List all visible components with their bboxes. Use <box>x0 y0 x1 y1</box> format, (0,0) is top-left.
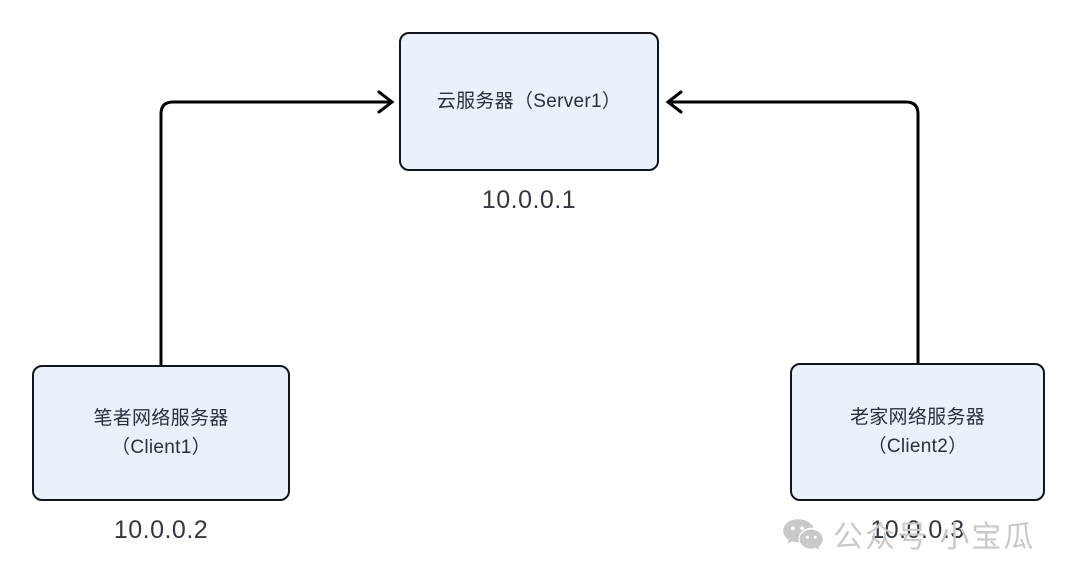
node-client1-ip: 10.0.0.2 <box>113 516 209 544</box>
node-server-ip: 10.0.0.1 <box>481 186 577 214</box>
node-client2[interactable]: 老家网络服务器 （Client2） <box>790 363 1045 501</box>
node-server-label: 云服务器（Server1） <box>436 90 622 112</box>
node-client2-label: 老家网络服务器 （Client2） <box>849 406 986 457</box>
node-client2-ip: 10.0.0.3 <box>870 516 965 544</box>
node-client1-label: 笔者网络服务器 （Client1） <box>93 407 229 458</box>
edge-client2-to-server-arrowhead <box>665 90 683 114</box>
edge-client1-to-server-arrowhead <box>377 90 395 114</box>
edge-client1-to-server-line <box>159 100 390 365</box>
edge-client2-to-server-line <box>670 100 920 363</box>
node-client1[interactable]: 笔者网络服务器 （Client1） <box>32 365 290 501</box>
node-server[interactable]: 云服务器（Server1） <box>399 32 659 171</box>
